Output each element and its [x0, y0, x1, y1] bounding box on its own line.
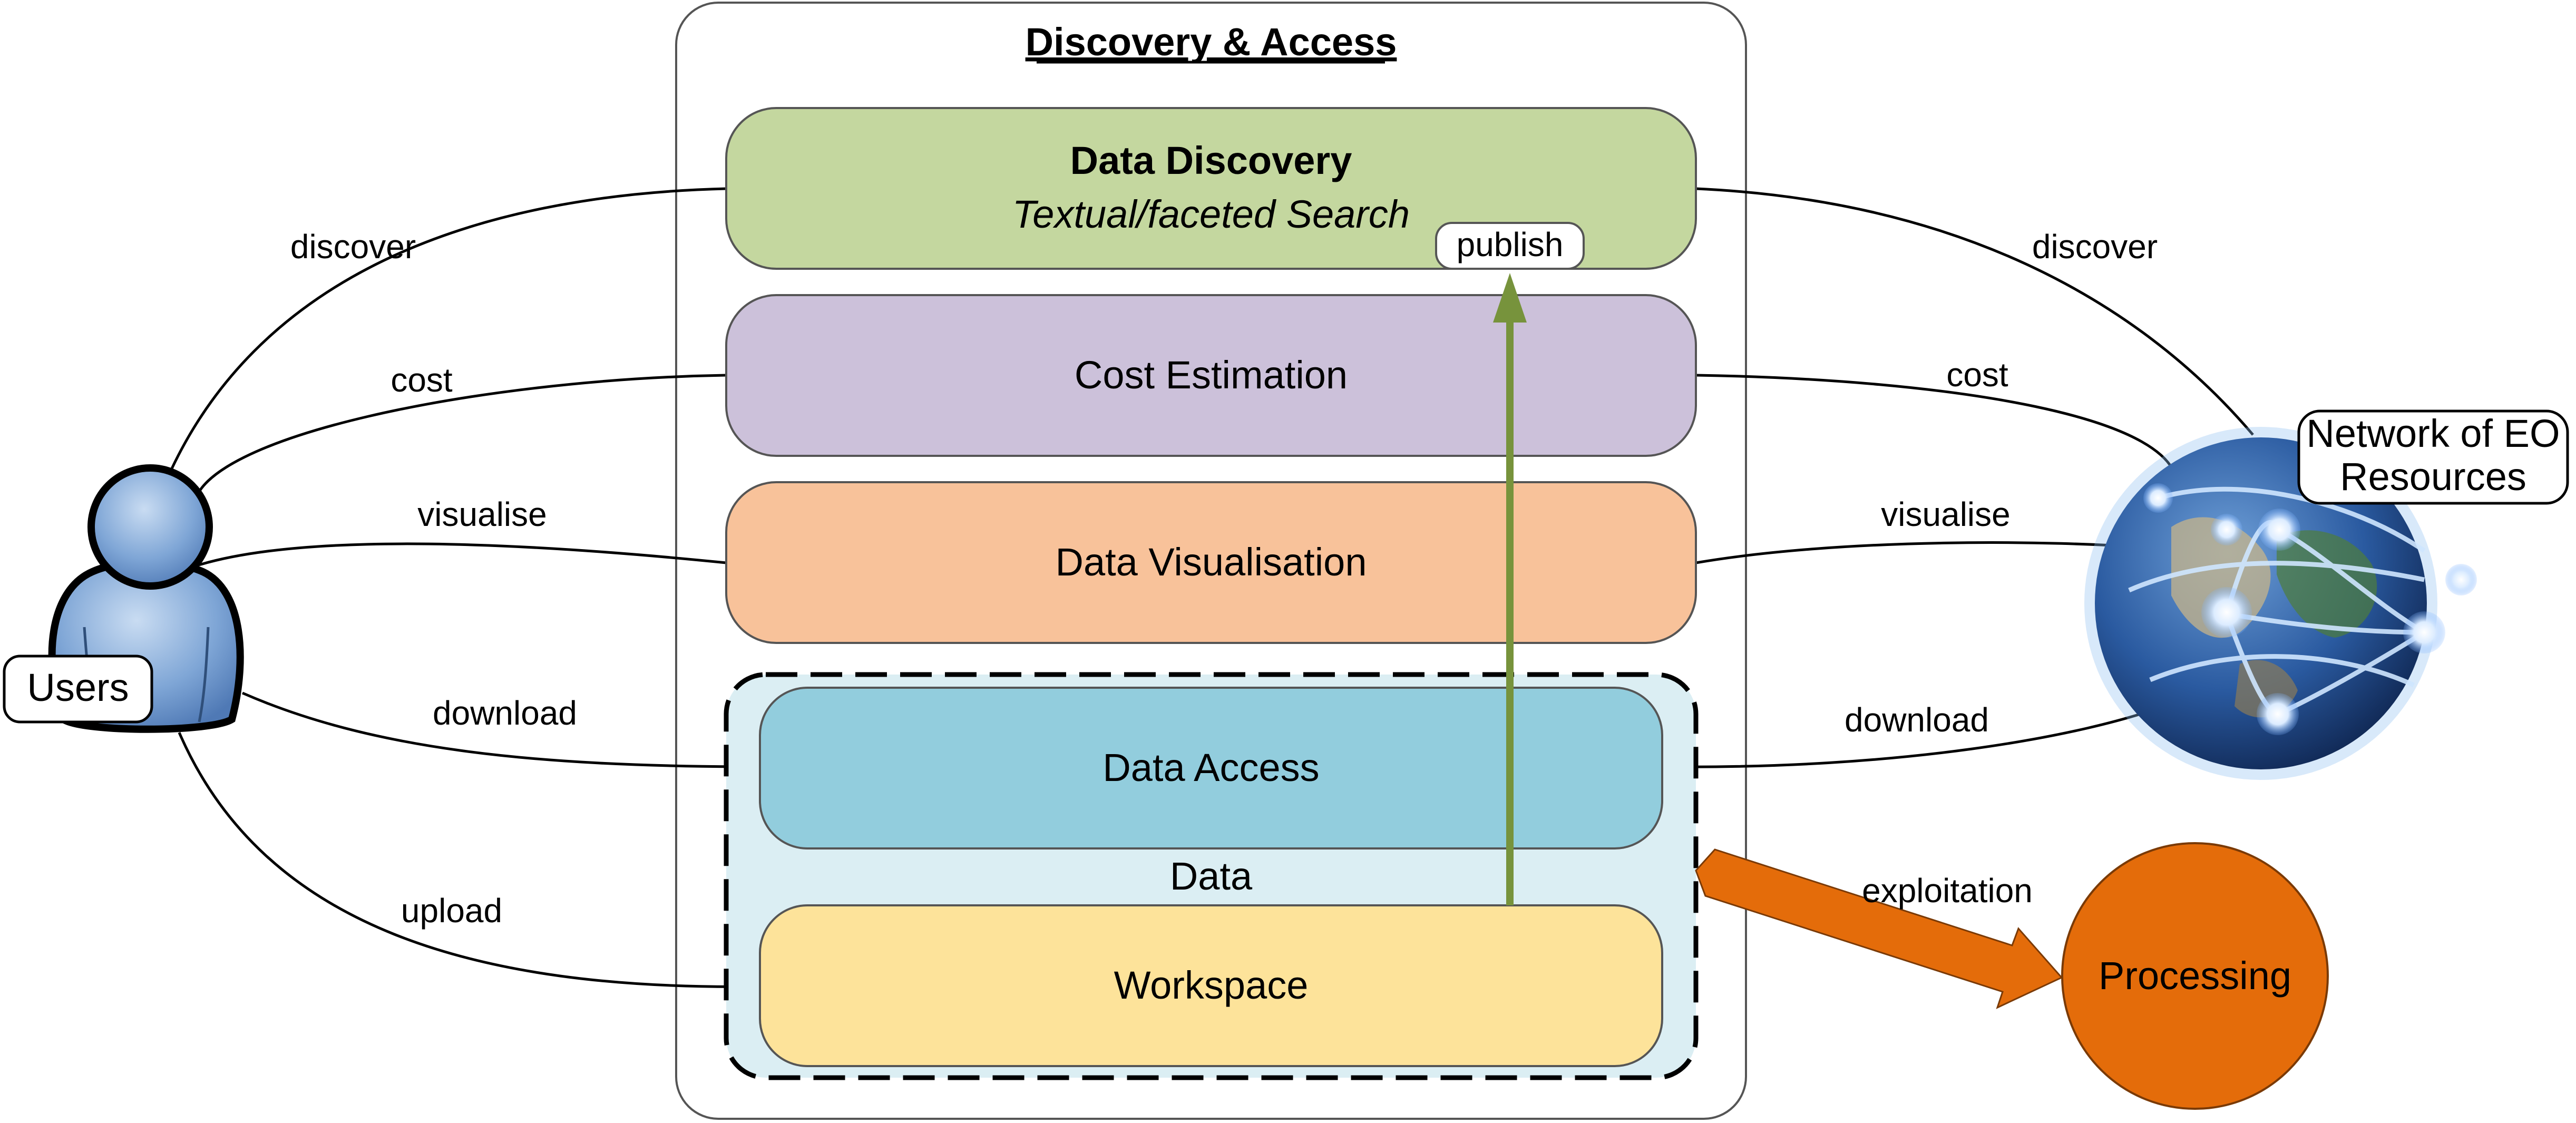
edge-user-upload — [178, 732, 760, 988]
edge-network-cost — [1695, 374, 2179, 491]
processing-title: Processing — [2099, 954, 2291, 998]
data-access-box — [759, 687, 1663, 849]
label-network-download: download — [1845, 701, 1989, 739]
network-label-box — [2297, 409, 2569, 505]
data-group-title: Data — [1170, 854, 1253, 898]
network-label-line2: Resources — [2340, 455, 2526, 499]
cost-estimation-title: Cost Estimation — [1075, 353, 1348, 397]
publish-label: publish — [1457, 226, 1564, 263]
label-user-discover: discover — [290, 228, 416, 266]
cost-estimation-box — [725, 294, 1697, 457]
edge-network-discover — [1695, 187, 2254, 436]
data-discovery-subtitle: Textual/faceted Search — [1012, 192, 1410, 236]
edge-network-download — [1662, 702, 2172, 768]
workspace-box — [759, 904, 1663, 1067]
edge-user-discover — [162, 187, 727, 488]
workspace-title: Workspace — [1114, 963, 1309, 1007]
label-exploitation: exploitation — [1862, 872, 2033, 910]
network-label-line1: Network of EO — [2306, 412, 2560, 455]
label-user-cost: cost — [391, 361, 453, 399]
data-access-title: Data Access — [1102, 746, 1319, 789]
processing-node — [2061, 842, 2329, 1110]
container-title: Discovery & Access — [1026, 20, 1397, 64]
network-connections — [1662, 187, 2254, 768]
edge-user-download — [241, 691, 760, 768]
label-network-discover: discover — [2032, 228, 2158, 266]
edge-network-visualise — [1695, 541, 2153, 564]
user-connections — [162, 187, 760, 988]
publish-arrow — [1493, 273, 1527, 905]
data-visualisation-box — [725, 481, 1697, 644]
label-user-upload: upload — [401, 892, 502, 930]
label-user-download: download — [433, 694, 577, 732]
edge-user-visualise — [193, 542, 727, 568]
users-label: Users — [27, 666, 129, 709]
label-network-cost: cost — [1946, 356, 2008, 394]
users-label-box — [3, 655, 153, 724]
data-visualisation-title: Data Visualisation — [1056, 540, 1367, 584]
label-network-visualise: visualise — [1881, 495, 2010, 533]
publish-label-box — [1435, 222, 1585, 270]
label-user-visualise: visualise — [417, 495, 547, 533]
globe-network-icon — [2084, 427, 2477, 780]
data-discovery-title: Data Discovery — [1070, 139, 1352, 182]
edge-user-cost — [192, 374, 727, 506]
